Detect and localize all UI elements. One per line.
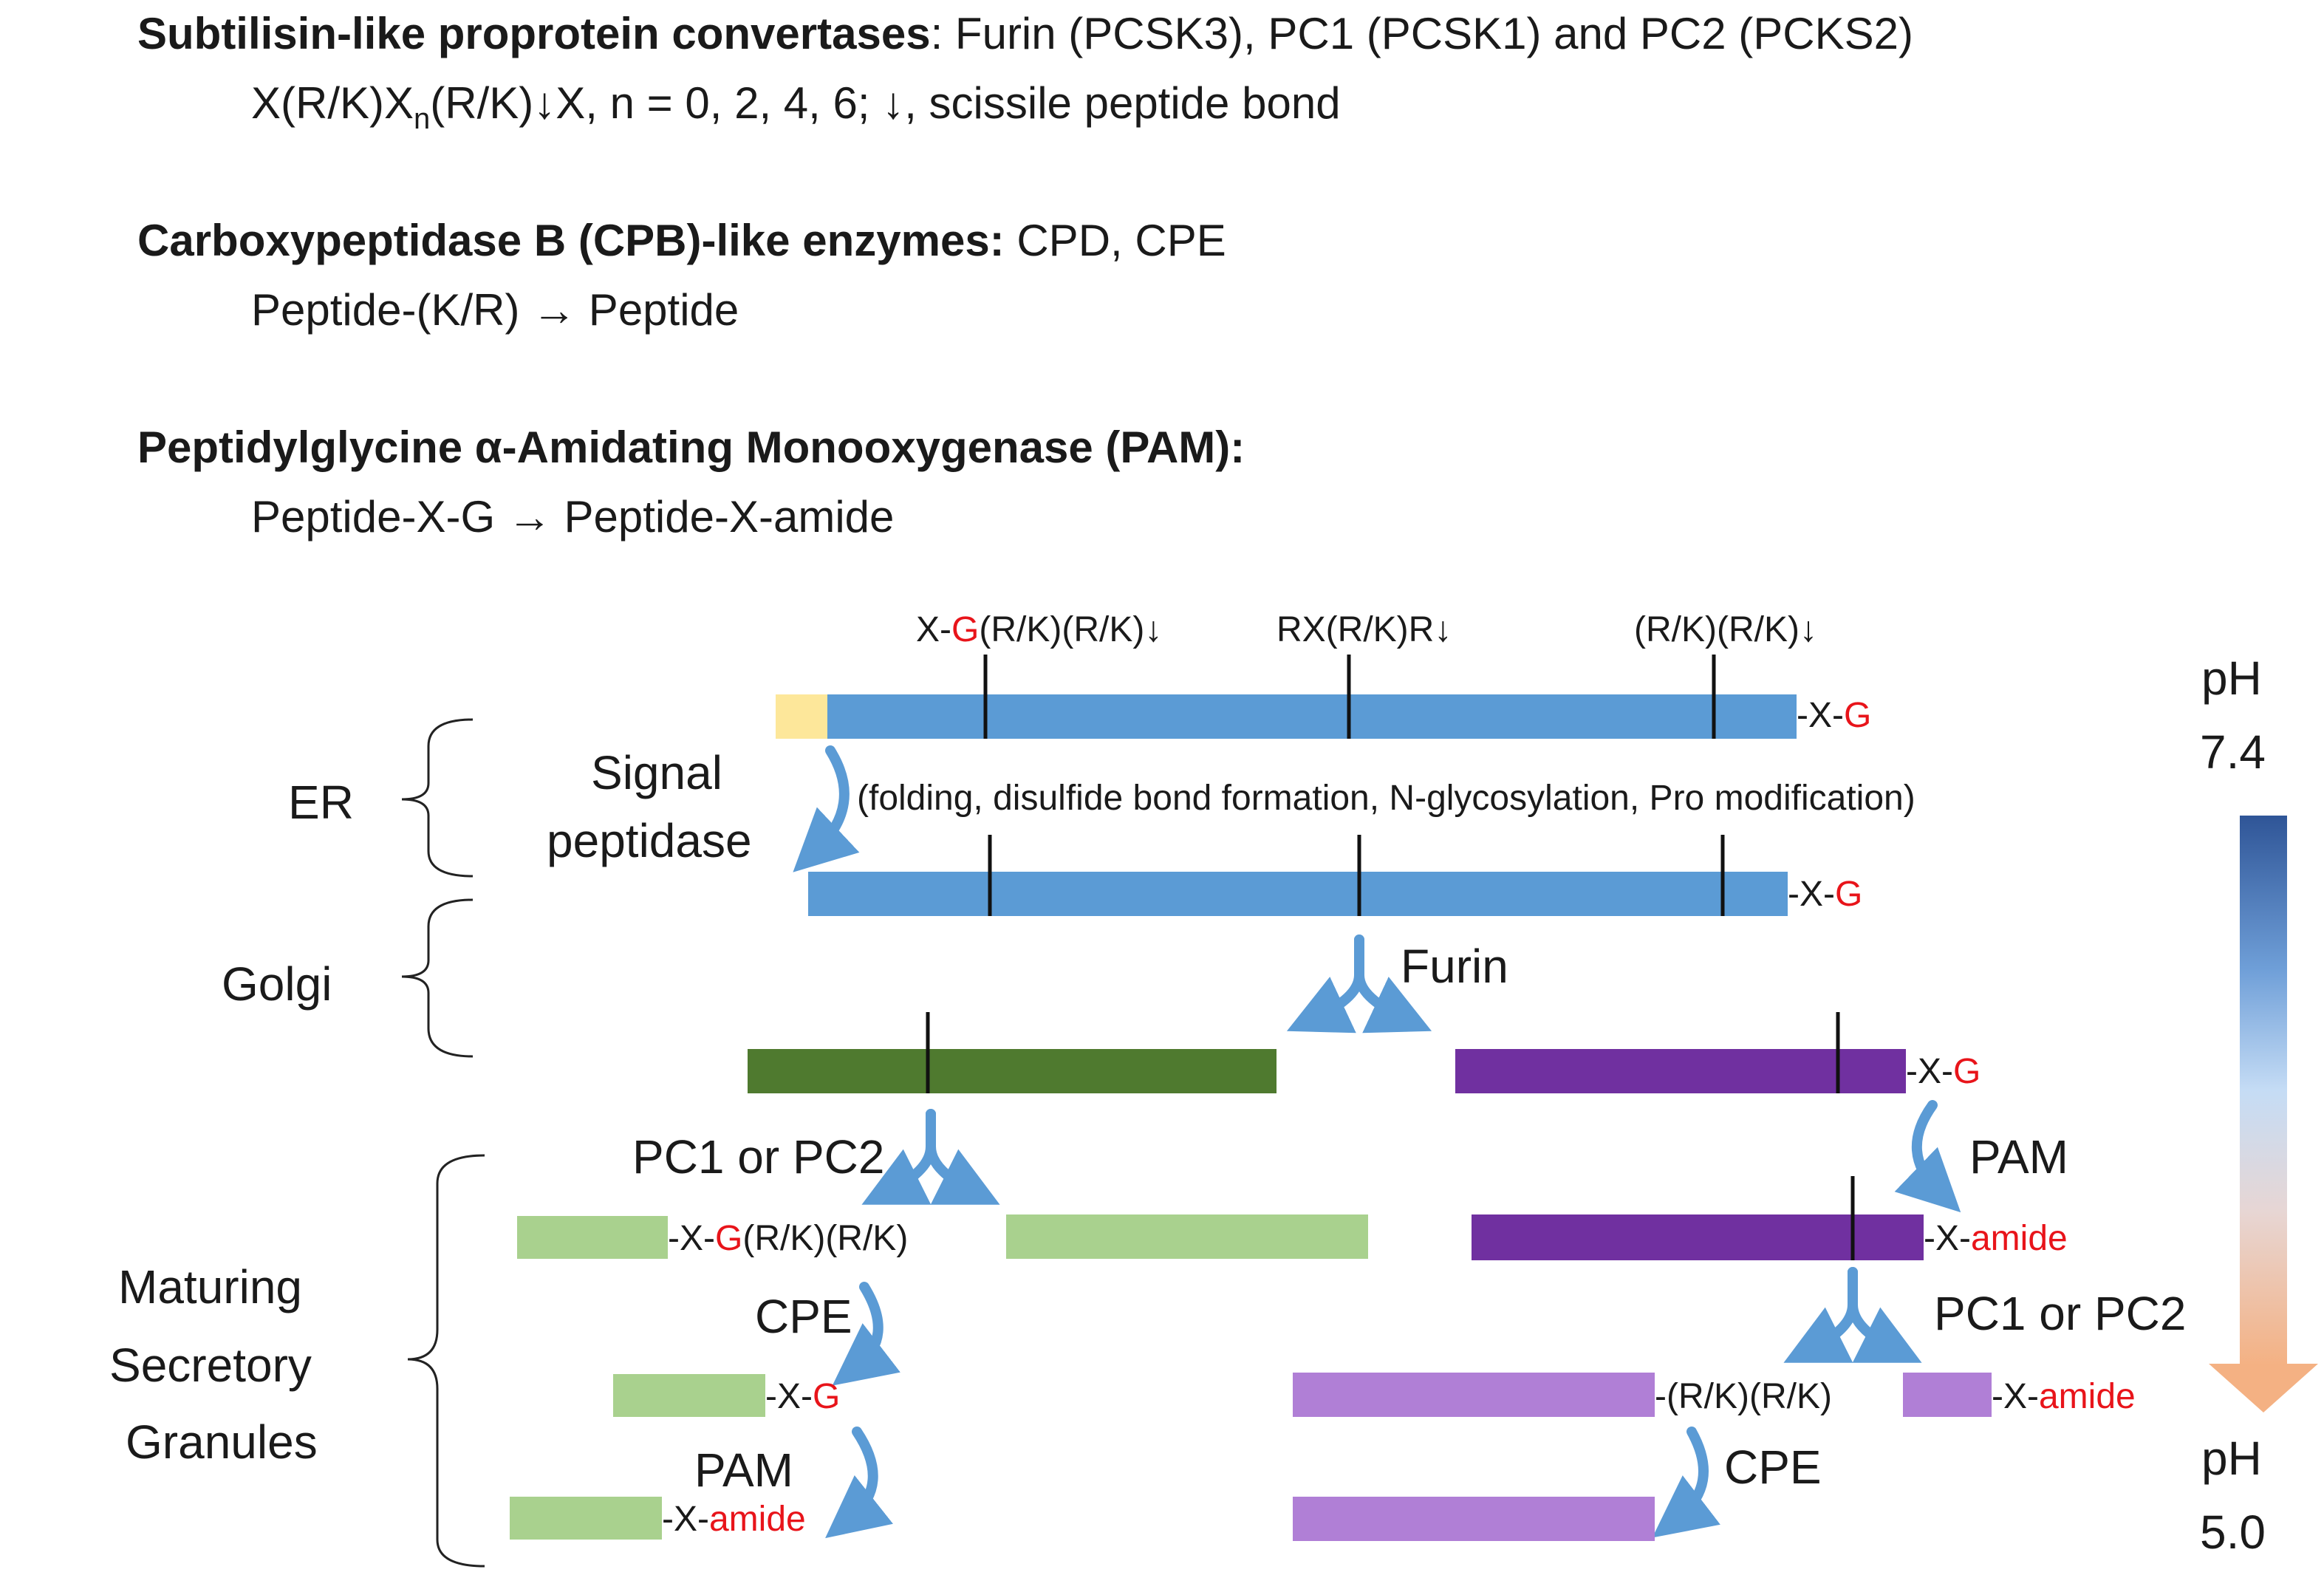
granules-brace [407, 1154, 485, 1568]
pam-reaction-line: Peptide-X-G → Peptide-X-amide [251, 492, 894, 541]
suffix-x-g: -X-G [765, 1377, 840, 1416]
peptide-light-purple-bar [1293, 1497, 1655, 1541]
suffix-x-amide: -X-amide [662, 1500, 806, 1539]
cleavage-site-labels: X-G(R/K)(R/K)↓ RX(R/K)R↓ (R/K)(R/K)↓ [916, 610, 1817, 649]
er-brace [401, 718, 474, 878]
ph-gradient-bar [2240, 816, 2287, 1365]
enzyme-pam-right: PAM [1969, 1130, 2068, 1183]
signal-peptidase-arrow [793, 745, 860, 872]
peptide-light-green-bar [510, 1497, 662, 1540]
enzyme-cpe-right: CPE [1724, 1441, 1822, 1494]
compartment-golgi: Golgi [222, 957, 332, 1011]
header-block: Subtilisin-like proprotein convertases: … [137, 9, 1913, 541]
pc-left-split-arrow [861, 1109, 1000, 1205]
site-label-3: (R/K)(R/K)↓ [1634, 610, 1817, 649]
enzyme-furin: Furin [1401, 940, 1508, 993]
cpb-line: Carboxypeptidase B (CPB)-like enzymes: C… [137, 216, 1226, 265]
golgi-brace [401, 898, 474, 1058]
enzyme-pc-right: PC1 or PC2 [1934, 1287, 2186, 1340]
row-six: -X-amide [510, 1497, 1655, 1541]
er-modifications-note: (folding, disulfide bond formation, N-gl… [857, 779, 1915, 818]
proprotein-row: -X-G [808, 835, 1862, 916]
preproprotein-bar [827, 694, 1797, 739]
row-four: -X-G(R/K)(R/K) -X-amide [517, 1176, 2068, 1260]
peptide-dark-purple-bar [1472, 1214, 1924, 1260]
ph-label-bottom: pH [2201, 1432, 2262, 1485]
convertase-motif-line: X(R/K)Xn(R/K)↓X, n = 0, 2, 4, 6; ↓, scis… [251, 78, 1341, 135]
peptide-light-green-bar [517, 1216, 668, 1259]
enzyme-pam-left: PAM [694, 1444, 793, 1497]
compartment-granules-2: Secretory [109, 1339, 312, 1392]
ph-value-top: 7.4 [2200, 725, 2266, 779]
proprotein-bar [808, 872, 1788, 916]
suffix-x-g-rk: -X-G(R/K)(R/K) [668, 1219, 908, 1258]
ph-label-top: pH [2201, 652, 2262, 705]
suffix-x-g: -X-G [1797, 696, 1871, 735]
suffix-x-g: -X-G [1788, 875, 1862, 914]
ph-arrow-head [2209, 1364, 2318, 1412]
compartment-granules-1: Maturing [118, 1260, 302, 1313]
furin-split-arrow [1286, 935, 1432, 1034]
row-five: -X-G -(R/K)(R/K) -X-amide [613, 1373, 2136, 1417]
site-label-1: X-G(R/K)(R/K)↓ [916, 610, 1162, 649]
ph-value-bottom: 5.0 [2200, 1506, 2266, 1559]
preproprotein-row: -X-G [776, 655, 1871, 739]
intermediate-purple-bar [1455, 1049, 1906, 1093]
cpe-left-arrow [832, 1282, 900, 1386]
peptide-light-green-bar [1006, 1214, 1368, 1259]
peptide-light-purple-bar [1903, 1373, 1992, 1417]
suffix-x-amide: -X-amide [1924, 1219, 2068, 1258]
ph-gradient-arrow [2209, 816, 2318, 1412]
peptide-light-green-bar [613, 1374, 765, 1417]
compartment-er: ER [288, 776, 354, 829]
cpe-right-arrow [1652, 1427, 1720, 1538]
peptide-light-purple-bar [1293, 1373, 1655, 1417]
cpb-reaction-line: Peptide-(K/R) → Peptide [251, 285, 739, 335]
intermediate-row: -X-G [748, 1012, 1980, 1093]
pc-right-split-arrow [1783, 1267, 1922, 1363]
pam-left-arrow [825, 1427, 894, 1539]
pam-line: Peptidylglycine α-Amidating Monooxygenas… [137, 423, 1245, 472]
signal-peptidase-label-2: peptidase [547, 814, 752, 867]
enzyme-cpe-left: CPE [755, 1290, 852, 1343]
compartment-granules-3: Granules [126, 1415, 318, 1469]
signal-peptide-bar [776, 694, 827, 739]
pam-right-arrow [1894, 1100, 1961, 1213]
enzyme-pc-left: PC1 or PC2 [632, 1130, 884, 1183]
intermediate-green-bar [748, 1049, 1277, 1093]
suffix-rk-rk: -(R/K)(R/K) [1655, 1377, 1832, 1416]
suffix-x-amide: -X-amide [1992, 1377, 2136, 1416]
suffix-x-g: -X-G [1906, 1052, 1980, 1091]
signal-peptidase-label-1: Signal [591, 746, 722, 799]
site-label-2: RX(R/K)R↓ [1277, 610, 1452, 649]
convertases-line: Subtilisin-like proprotein convertases: … [137, 9, 1913, 58]
